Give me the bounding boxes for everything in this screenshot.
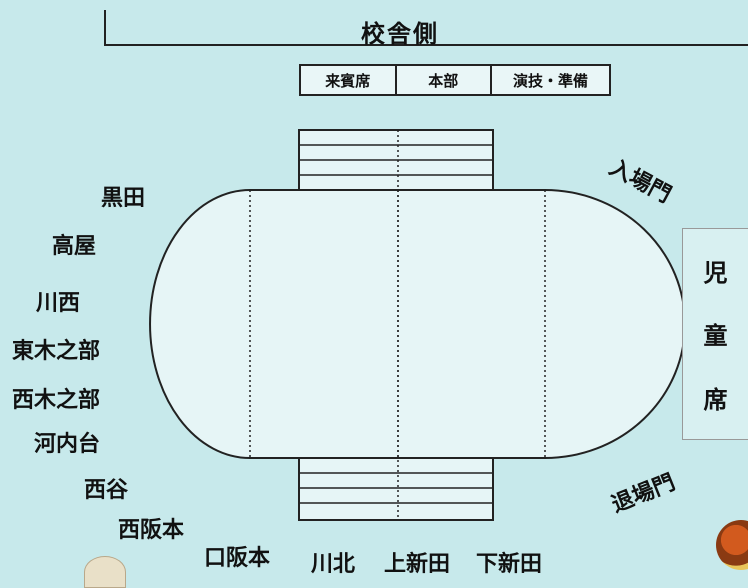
group-label-takaya: 高屋 <box>52 234 97 259</box>
children-seats-char-2: 童 <box>703 322 728 351</box>
school-side-bracket <box>104 10 748 46</box>
group-label-kawanishi: 川西 <box>36 291 81 316</box>
group-label-nishi-sakamoto: 西阪本 <box>118 518 185 543</box>
tent-guest-seats: 来賓席 <box>301 66 397 94</box>
group-label-kuchi-sakamoto: 口阪本 <box>204 546 271 571</box>
group-label-kuroda: 黒田 <box>101 186 146 211</box>
track-diagram <box>149 129 686 521</box>
children-seats-char-3: 席 <box>703 385 728 414</box>
school-side-title: 校舎側 <box>361 20 439 48</box>
track-outline <box>149 189 686 459</box>
children-seats-char-1: 児 <box>703 259 728 288</box>
tent-headquarters: 本部 <box>397 66 493 94</box>
decorative-illustration-left <box>84 556 126 588</box>
bottom-lane-block <box>298 457 494 521</box>
group-label-higashi-kinobe: 東木之部 <box>12 339 101 364</box>
top-lane-block <box>298 129 494 191</box>
children-seats-box: 児 童 席 <box>682 228 748 440</box>
group-label-shimo-shinden: 下新田 <box>476 552 543 577</box>
group-label-nishi-kinobe: 西木之部 <box>12 388 101 413</box>
tent-row: 来賓席 本部 演技・準備 <box>299 64 611 96</box>
group-label-kawakita: 川北 <box>311 552 356 577</box>
group-label-kami-shinden: 上新田 <box>384 552 451 577</box>
group-label-nishidani: 西谷 <box>84 478 129 503</box>
group-label-kawachidai: 河内台 <box>34 432 101 457</box>
tent-performance-prep: 演技・準備 <box>513 71 589 90</box>
